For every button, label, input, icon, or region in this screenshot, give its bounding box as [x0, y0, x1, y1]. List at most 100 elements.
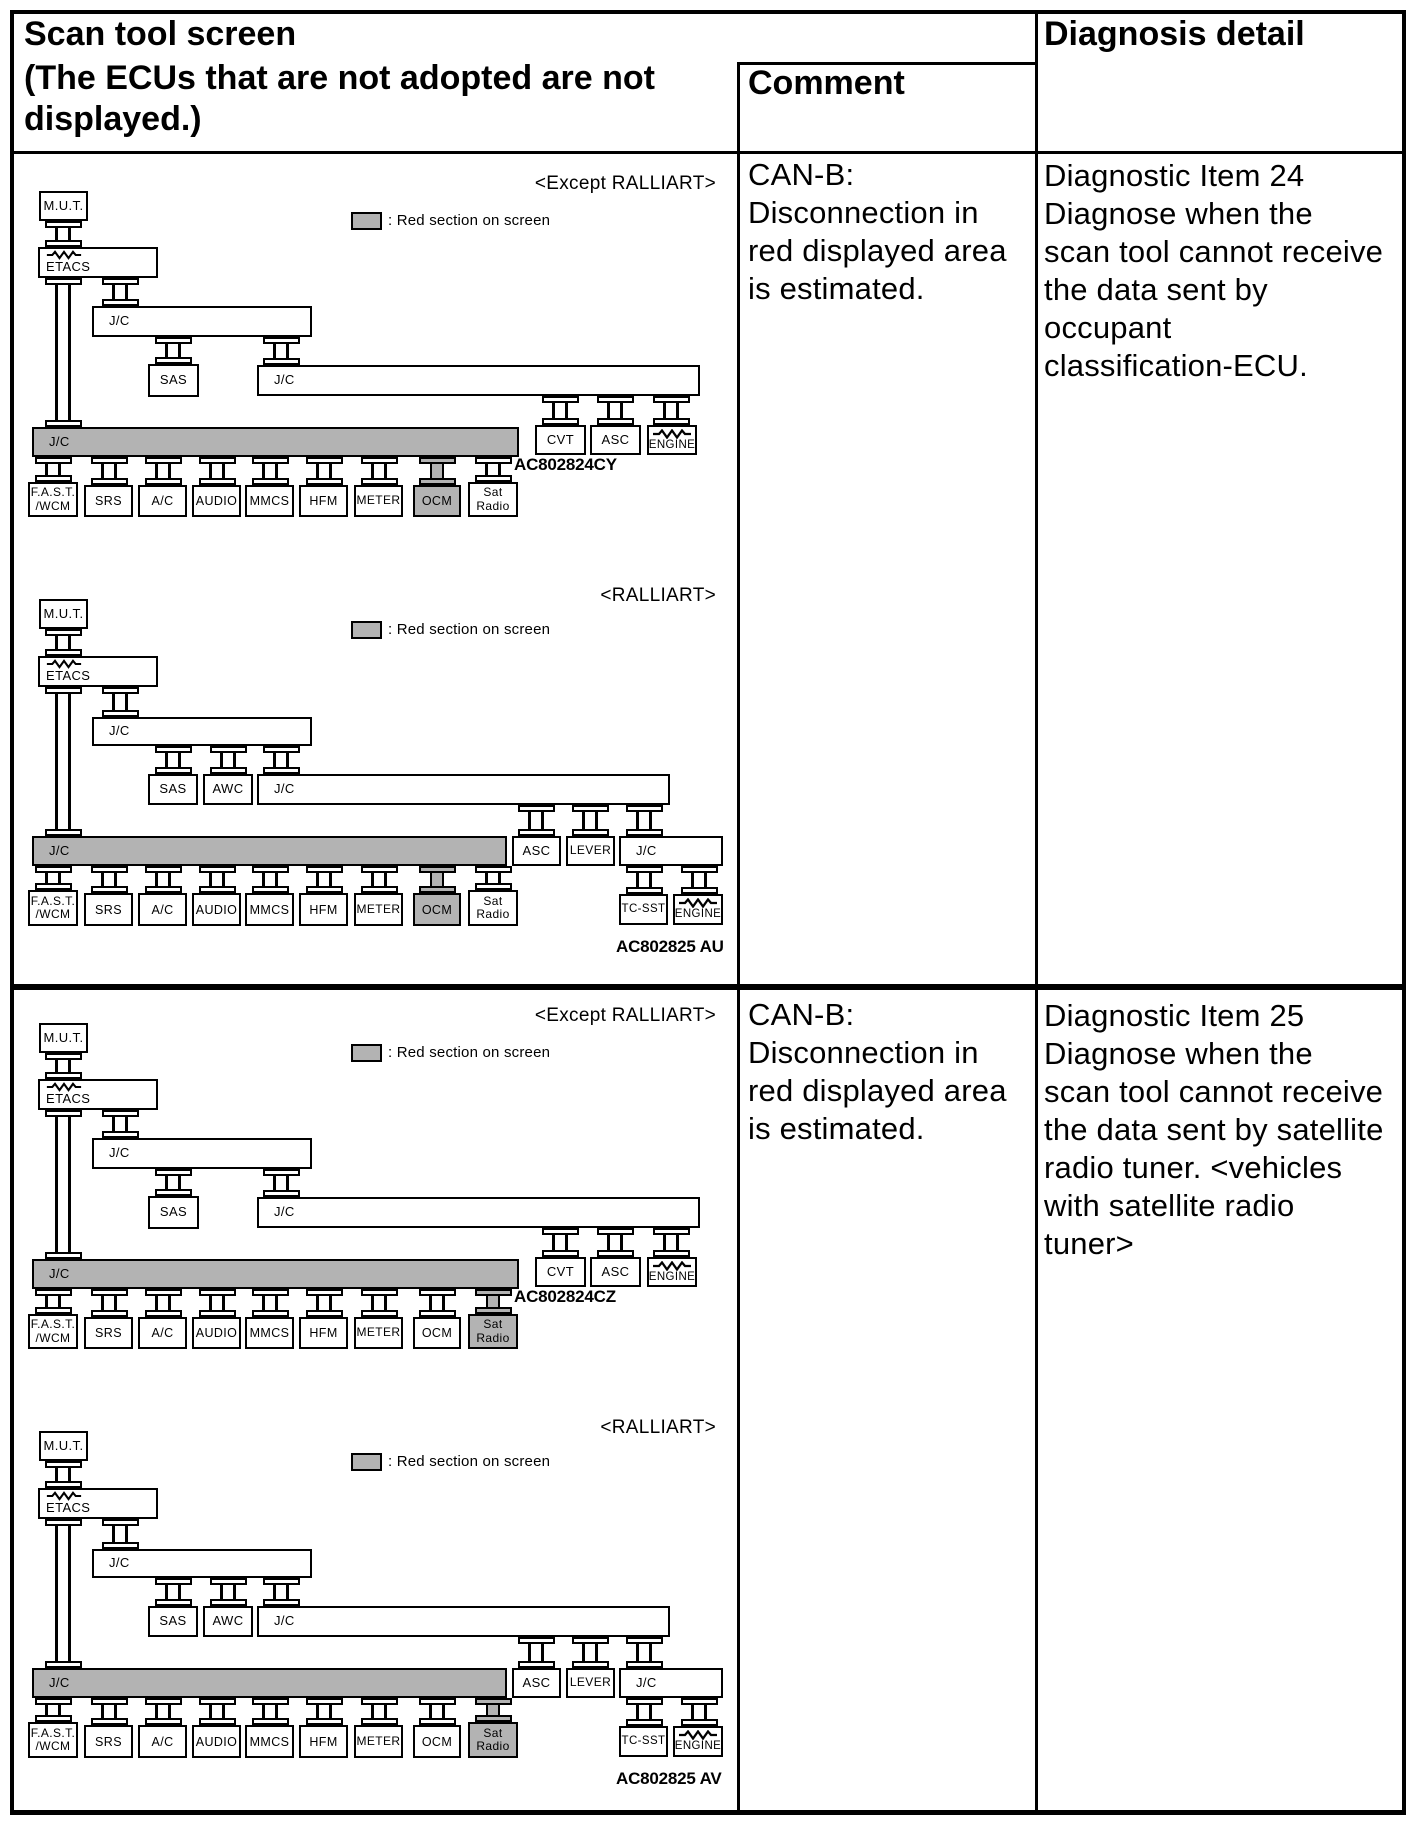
bus-connector-stem [383, 462, 387, 480]
bus-connector-bar [102, 1131, 139, 1138]
bus-connector-bar [198, 1310, 236, 1317]
node-label: J/C [274, 1613, 295, 1629]
resistor-zigzag-icon [653, 428, 691, 439]
bus-connector-stem [315, 871, 319, 888]
node-label: J/C [109, 313, 130, 329]
bus-connector-stem [286, 1583, 289, 1601]
bus-connector-stem [125, 283, 128, 301]
bus-connector-bar [572, 1661, 609, 1668]
bus-connector-bar [518, 829, 555, 836]
node-ac: A/C [138, 485, 187, 517]
node-meter: METER [354, 893, 403, 926]
bus-connector-bar [45, 829, 82, 836]
bus-connector-stem [565, 401, 568, 420]
bus-connector-bar [360, 1310, 398, 1317]
bus-connector-bar [45, 1481, 82, 1488]
node-label: ENGINE [674, 1740, 722, 1753]
bus-connector-bar [572, 829, 609, 836]
bus-connector-bar [475, 1715, 512, 1722]
bus-connector-bar [90, 1289, 128, 1296]
bus-connector-bar [210, 746, 247, 753]
bus-connector-bar [144, 1310, 182, 1317]
bus-connector-stem [68, 1466, 71, 1483]
node-label: ENGINE [648, 438, 696, 451]
node-jc: J/C [619, 836, 723, 866]
bus-connector-bar [305, 457, 343, 464]
bus-connector-bar [475, 1698, 512, 1705]
node-label: J/C [274, 781, 295, 797]
bus-connector-stem [154, 1703, 158, 1720]
node-label: ASC [601, 431, 630, 447]
bus-connector-bar [90, 886, 128, 893]
node-label: MMCS [249, 1734, 290, 1749]
node-tcsst: TC-SST [619, 894, 668, 925]
bus-connector-stem [68, 226, 71, 242]
bus-connector-stem [273, 342, 276, 360]
bus-connector-stem [233, 1583, 236, 1601]
bus-connector-stem [582, 810, 585, 831]
bus-connector-bar [475, 1307, 512, 1314]
node-jc: J/C [32, 1668, 507, 1698]
column-divider-comment [737, 62, 740, 1810]
node-srs: SRS [84, 1317, 133, 1349]
bus-connector-bar [475, 866, 512, 873]
node-label: A/C [151, 1734, 174, 1749]
node-label: HFM [309, 1326, 338, 1340]
bus-connector-bar [305, 1289, 343, 1296]
comment-cell-top-border [737, 62, 1038, 65]
bus-connector-bar [305, 1698, 343, 1705]
node-mmcs: MMCS [245, 1725, 294, 1758]
bus-connector-stem [221, 1703, 225, 1720]
bus-connector-bar [198, 866, 236, 873]
bus-connector-bar [45, 240, 82, 247]
bus-connector-stem [274, 871, 278, 888]
node-sat_radio: Sat Radio [468, 482, 518, 517]
node-mut: M.U.T. [39, 599, 88, 629]
bus-connector-bar [251, 886, 289, 893]
node-fast: F.A.S.T. /WCM [28, 1314, 78, 1349]
bus-connector-bar [251, 478, 289, 485]
node-mut: M.U.T. [39, 1023, 88, 1053]
bus-connector-bar [263, 358, 300, 365]
node-label: SRS [95, 494, 122, 508]
bus-connector-stem [261, 1294, 265, 1312]
bus-connector-stem [208, 462, 212, 480]
node-label: J/C [274, 1204, 295, 1220]
bus-connector-stem [565, 1233, 568, 1252]
bus-connector-stem [429, 1703, 432, 1720]
bus-connector-stem [442, 1703, 445, 1720]
bus-connector-stem [165, 1583, 168, 1601]
bus-connector-stem [221, 462, 225, 480]
table-border-bottom [10, 1810, 1406, 1815]
bus-connector-bar [572, 1637, 609, 1644]
bus-connector-stem [607, 401, 610, 420]
node-label: METER [356, 1325, 401, 1340]
bus-connector-stem [100, 871, 104, 888]
bus-connector-bar [360, 1698, 398, 1705]
bus-connector-bar [305, 1310, 343, 1317]
node-label: SAS [159, 372, 188, 388]
bus-connector-stem [315, 1294, 319, 1312]
bus-connector-stem [649, 810, 652, 831]
diagnosis-cell-row1: Diagnostic Item 24 Diagnose when the sca… [1044, 158, 1384, 383]
node-label: J/C [109, 1145, 130, 1161]
node-etacs: ETACS [38, 656, 158, 687]
node-label: LEVER [569, 843, 612, 858]
node-label: SAS [159, 1204, 188, 1220]
node-sat_radio: Sat Radio [468, 890, 518, 926]
bus-connector-bar [251, 457, 289, 464]
bus-connector-bar [102, 299, 139, 306]
bus-connector-bar [45, 278, 82, 285]
node-hfm: HFM [299, 1725, 348, 1758]
node-engine: ENGINE [673, 1726, 723, 1757]
bus-connector-stem [55, 226, 58, 242]
bus-connector-bar [155, 357, 192, 364]
bus-connector-bar [144, 866, 182, 873]
node-jc: J/C [92, 1549, 312, 1578]
node-ac: A/C [138, 1725, 187, 1758]
bus-connector-bar [35, 457, 72, 464]
node-label: F.A.S.T. /WCM [30, 1725, 76, 1753]
bus-connector-stem [55, 1466, 58, 1483]
bus-connector-stem [55, 1524, 58, 1663]
diagram-variant-title: <RALLIART> [600, 1417, 716, 1438]
